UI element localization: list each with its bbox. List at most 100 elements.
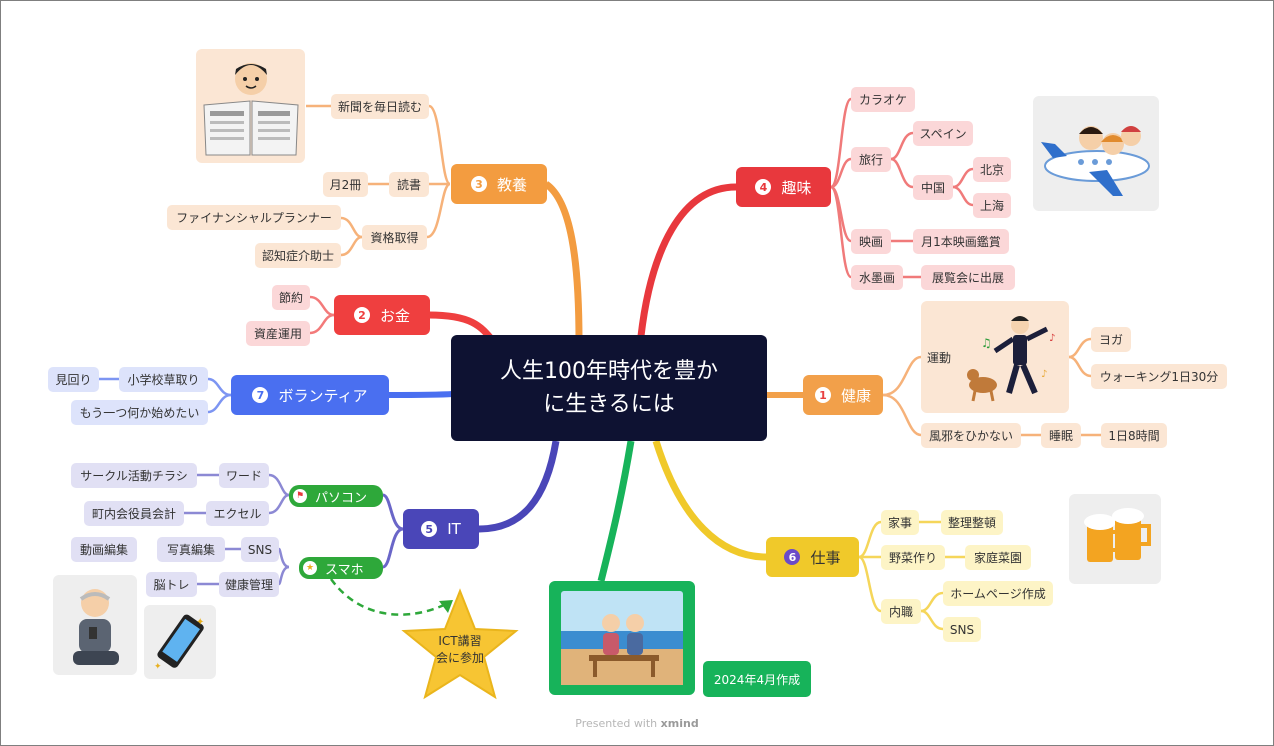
topic-undo[interactable]: 運動 ♫ ♪ ♪: [921, 301, 1069, 413]
branch-number-badge: 4: [755, 179, 772, 195]
topic-sns-it[interactable]: SNS: [241, 537, 279, 562]
branch-number-badge: 3: [470, 176, 487, 192]
topic-sns-shigoto[interactable]: SNS: [943, 617, 981, 642]
branch-label: 教養: [496, 175, 527, 194]
footer-credit: Presented with xmind: [1, 717, 1273, 730]
footer-text: Presented with: [575, 717, 658, 730]
topic-naishoku[interactable]: 内職: [881, 599, 921, 624]
branch-label: ボランティア: [278, 386, 368, 405]
topic-ryoko[interactable]: 旅行: [851, 147, 891, 172]
branch-okane[interactable]: 2 お金: [334, 295, 430, 335]
beer-mugs-illustration: [1069, 494, 1161, 584]
topic-sumaho[interactable]: ★ スマホ: [299, 557, 383, 579]
couple-icon: [561, 591, 683, 685]
topic-notore[interactable]: 脳トレ: [146, 572, 197, 597]
newspaper-reader-illustration: [196, 49, 305, 163]
topic-shikaku[interactable]: 資格取得: [362, 225, 427, 250]
topic-shogakko[interactable]: 小学校草取り: [119, 367, 208, 392]
topic-mimawari[interactable]: 見回り: [48, 367, 99, 392]
topic-tsuki2[interactable]: 月2冊: [323, 172, 368, 197]
star-icon: ★: [303, 561, 317, 575]
branch-kyoyo[interactable]: 3 教養: [451, 164, 547, 204]
topic-fp[interactable]: ファイナンシャルプランナー: [167, 205, 341, 230]
smartphone-icon: ✦ ✦: [154, 614, 204, 672]
branch-label: 仕事: [810, 548, 841, 567]
topic-suibokuga[interactable]: 水墨画: [851, 265, 903, 290]
topic-china[interactable]: 中国: [913, 175, 953, 200]
topic-pc-label: パソコン: [315, 490, 368, 506]
svg-text:♪: ♪: [1049, 333, 1055, 344]
topic-beijing[interactable]: 北京: [973, 157, 1011, 182]
topic-kaze[interactable]: 風邪をひかない: [921, 423, 1021, 448]
topic-eiga-child[interactable]: 月1本映画鑑賞: [913, 229, 1009, 254]
elderly-man-phone-illustration: [53, 575, 137, 675]
topic-shinbun[interactable]: 新聞を毎日読む: [331, 94, 429, 119]
topic-word[interactable]: ワード: [219, 463, 269, 488]
dancing-man-dog-illustration: ♫ ♪ ♪: [967, 316, 1055, 402]
branch-number-badge: 7: [252, 387, 269, 403]
topic-circle[interactable]: サークル活動チラシ: [71, 463, 197, 488]
branch-label: 健康: [840, 386, 871, 405]
branch-label: 趣味: [781, 178, 812, 197]
topic-pc[interactable]: ⚑ パソコン: [289, 485, 383, 507]
svg-text:♪: ♪: [1041, 369, 1047, 380]
elderly-man-icon: [73, 589, 119, 665]
central-topic-line2: に生きるには: [543, 392, 675, 417]
footer-brand: xmind: [660, 717, 699, 730]
topic-shashin[interactable]: 写真編集: [157, 537, 225, 562]
airplane-icon: [1041, 126, 1150, 196]
topic-shisan[interactable]: 資産運用: [246, 321, 310, 346]
topic-seiri[interactable]: 整理整頓: [941, 510, 1003, 535]
smartphone-illustration: ✦ ✦: [144, 605, 216, 679]
branch-number-badge: 5: [421, 521, 438, 537]
topic-suimin[interactable]: 睡眠: [1041, 423, 1081, 448]
branch-number-badge: 1: [814, 387, 831, 403]
topic-undo-label: 運動: [927, 351, 952, 365]
branch-number-badge: 2: [353, 307, 370, 323]
topic-hachijikan[interactable]: 1日8時間: [1101, 423, 1167, 448]
elderly-couple-bench-illustration: [549, 581, 695, 695]
topic-excel[interactable]: エクセル: [206, 501, 269, 526]
branch-shumi[interactable]: 4 趣味: [736, 167, 831, 207]
central-topic-line1: 人生100年時代を豊か: [500, 359, 718, 384]
topic-walking[interactable]: ウォーキング1日30分: [1091, 364, 1227, 389]
topic-doga[interactable]: 動画編集: [71, 537, 137, 562]
topic-yasai[interactable]: 野菜作り: [881, 545, 945, 570]
topic-sumaho-label: スマホ: [325, 562, 364, 578]
newspaper-icon: [203, 63, 299, 156]
branch-kenko[interactable]: 1 健康: [803, 375, 883, 415]
star-label-line2: 会に参加: [435, 651, 484, 665]
topic-kaikei[interactable]: 町内会役員会計: [84, 501, 184, 526]
svg-text:✦: ✦: [196, 617, 204, 628]
branch-label: お金: [379, 306, 410, 325]
flag-icon: ⚑: [293, 489, 307, 503]
topic-spain[interactable]: スペイン: [913, 121, 973, 146]
branch-it[interactable]: 5 IT: [403, 509, 479, 549]
topic-kenko-kanri[interactable]: 健康管理: [219, 572, 279, 597]
topic-setsuyaku[interactable]: 節約: [272, 285, 310, 310]
topic-dokusho[interactable]: 読書: [389, 172, 429, 197]
topic-tenran[interactable]: 展覧会に出展: [921, 265, 1015, 290]
topic-mou[interactable]: もう一つ何か始めたい: [71, 400, 208, 425]
svg-text:✦: ✦: [154, 662, 162, 672]
topic-homepage[interactable]: ホームページ作成: [943, 581, 1053, 606]
star-shape-icon: [401, 588, 519, 700]
topic-shanghai[interactable]: 上海: [973, 193, 1011, 218]
branch-label: IT: [447, 520, 461, 538]
star-label-line1: ICT講習: [438, 634, 482, 648]
beer-icon: [1084, 508, 1151, 562]
branch-number-badge: 6: [784, 549, 801, 565]
topic-kaji[interactable]: 家事: [881, 510, 919, 535]
topic-ninchi[interactable]: 認知症介助士: [255, 243, 341, 268]
topic-katei[interactable]: 家庭菜園: [965, 545, 1031, 570]
topic-eiga[interactable]: 映画: [851, 229, 891, 254]
branch-volunteer[interactable]: 7 ボランティア: [231, 375, 389, 415]
ict-star-callout[interactable]: ICT講習会に参加: [399, 587, 521, 703]
topic-yoga[interactable]: ヨガ: [1091, 327, 1131, 352]
branch-shigoto[interactable]: 6 仕事: [766, 537, 859, 577]
svg-text:♫: ♫: [981, 336, 992, 350]
topic-karaoke[interactable]: カラオケ: [851, 87, 915, 112]
central-topic[interactable]: 人生100年時代を豊かに生きるには: [451, 335, 767, 441]
